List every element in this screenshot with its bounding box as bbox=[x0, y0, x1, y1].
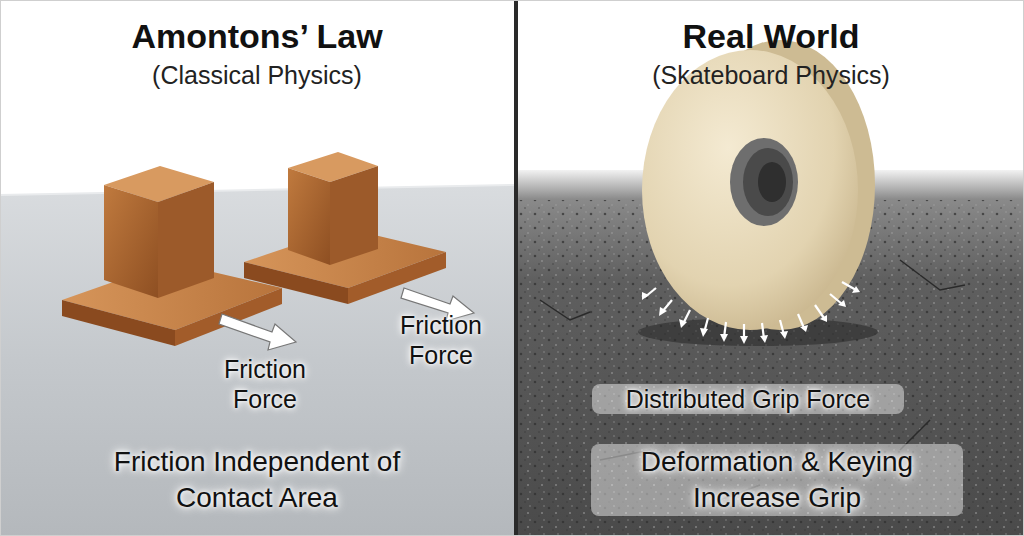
panel-title: Amontons’ Law bbox=[10, 16, 504, 56]
panel-caption: Deformation & Keying Increase Grip bbox=[591, 444, 963, 516]
force-label: Friction Force bbox=[200, 354, 330, 414]
panel-title: Real World bbox=[528, 16, 1014, 56]
panel-subtitle: (Skateboard Physics) bbox=[528, 60, 1014, 90]
force-label: Distributed Grip Force bbox=[592, 384, 904, 414]
panel-band: Real World (Skateboard Physics) Deformatio… bbox=[518, 0, 1024, 536]
panel-caption: Friction Independent of Contact Area bbox=[87, 444, 427, 516]
panel-subtitle: (Classical Physics) bbox=[10, 60, 504, 90]
force-label: Friction Force bbox=[378, 310, 504, 370]
panel-band: Amontons’ Law (Classical Physics) Friction… bbox=[0, 0, 514, 536]
